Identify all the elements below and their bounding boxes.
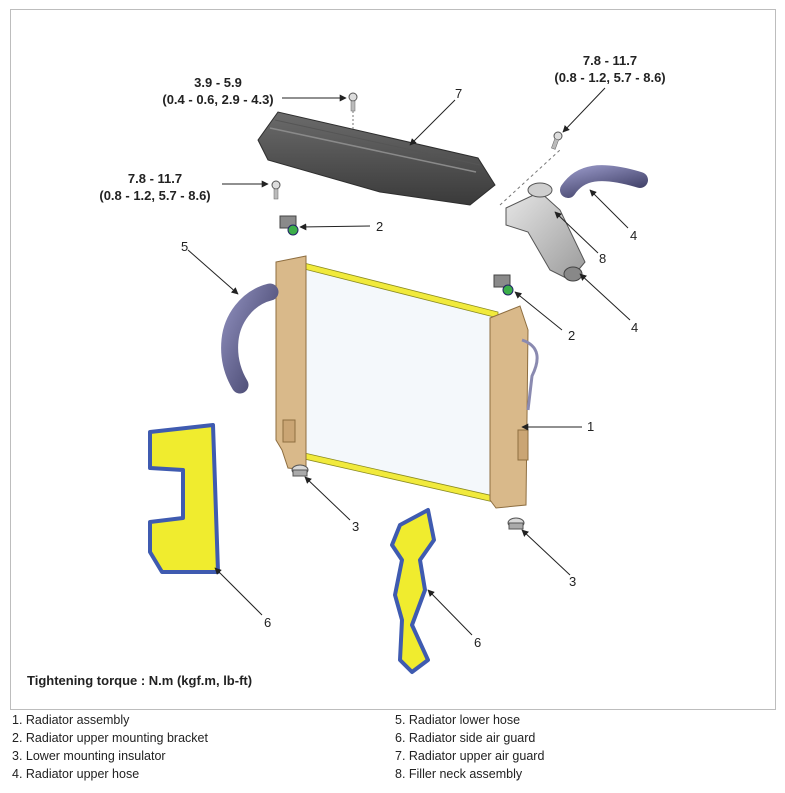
bolt-filler-neck — [551, 131, 563, 150]
torque-value-nm: 7.8 - 11.7 — [582, 53, 638, 68]
callout-6-right: 6 — [474, 635, 481, 650]
tightening-torque-note: Tightening torque : N.m (kgf.m, lb-ft) — [27, 673, 253, 688]
torque-label-bracket: 7.8 - 11.7 (0.8 - 1.2, 5.7 - 8.6) — [90, 170, 220, 204]
parts-legend-left: 1. Radiator assembly 2. Radiator upper m… — [12, 711, 208, 783]
callout-8: 8 — [599, 251, 606, 266]
radiator-side-air-guard-right — [390, 508, 436, 674]
radiator-assembly — [275, 255, 539, 509]
legend-item: 1. Radiator assembly — [12, 713, 130, 727]
callout-5: 5 — [181, 239, 188, 254]
callout-4-upper: 4 — [630, 228, 637, 243]
torque-label-filler-neck: 7.8 - 11.7 (0.8 - 1.2, 5.7 - 8.6) — [545, 52, 675, 86]
radiator-exploded-view: 7 2 2 4 4 8 5 1 3 3 6 6 — [148, 86, 648, 674]
legend-item: 4. Radiator upper hose — [12, 767, 140, 781]
torque-value-converted: (0.8 - 1.2, 5.7 - 8.6) — [99, 188, 211, 203]
legend-item: 3. Lower mounting insulator — [12, 749, 166, 763]
radiator-lower-hose — [221, 283, 279, 394]
torque-value-converted: (0.8 - 1.2, 5.7 - 8.6) — [554, 70, 666, 85]
legend-item: 6. Radiator side air guard — [395, 731, 536, 745]
legend-item: 8. Filler neck assembly — [395, 767, 523, 781]
lower-mounting-insulator-right — [507, 517, 525, 530]
torque-label-upper-guard: 3.9 - 5.9 (0.4 - 0.6, 2.9 - 4.3) — [153, 74, 283, 108]
callout-6-left: 6 — [264, 615, 271, 630]
torque-value-nm: 7.8 - 11.7 — [127, 171, 183, 186]
filler-neck-assembly — [499, 149, 586, 282]
legend-item: 5. Radiator lower hose — [395, 713, 521, 727]
radiator-side-air-guard-left — [148, 423, 220, 574]
callout-7: 7 — [455, 86, 462, 101]
radiator-upper-air-guard — [257, 111, 496, 206]
torque-value-converted: (0.4 - 0.6, 2.9 - 4.3) — [162, 92, 274, 107]
bolt-upper-guard — [348, 92, 358, 130]
callout-2-left: 2 — [376, 219, 383, 234]
callout-1: 1 — [587, 419, 594, 434]
parts-legend-right: 5. Radiator lower hose 6. Radiator side … — [395, 711, 544, 783]
callout-3-left: 3 — [352, 519, 359, 534]
callout-3-right: 3 — [569, 574, 576, 589]
bolt-left-bracket — [271, 180, 281, 200]
radiator-upper-hose — [560, 165, 648, 198]
legend-item: 7. Radiator upper air guard — [395, 749, 545, 763]
callout-2-right: 2 — [568, 328, 575, 343]
torque-value-nm: 3.9 - 5.9 — [194, 75, 242, 90]
leader-lines — [187, 87, 631, 636]
upper-mounting-bracket-left — [279, 215, 299, 236]
upper-mounting-bracket-right — [493, 274, 514, 296]
lower-mounting-insulator-left — [291, 464, 309, 477]
callout-4-lower: 4 — [631, 320, 638, 335]
legend-item: 2. Radiator upper mounting bracket — [12, 731, 208, 745]
